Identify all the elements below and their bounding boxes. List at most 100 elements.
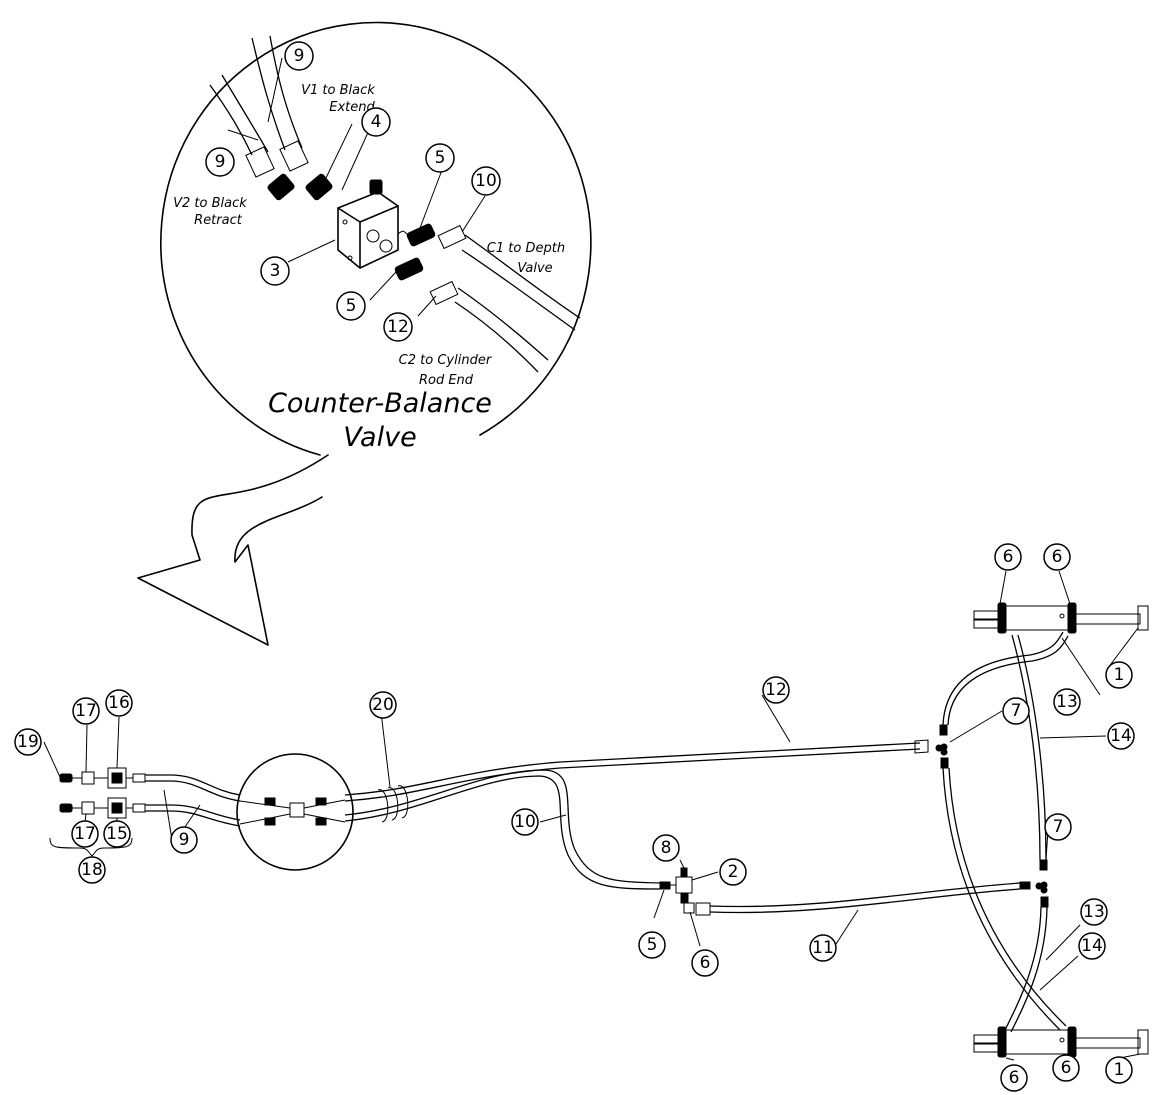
detail-callout-arrow: [137, 454, 329, 646]
detail-callout-outline: [160, 21, 592, 456]
svg-text:16: 16: [108, 693, 130, 713]
hose-9-upper: [145, 774, 241, 796]
balloon: 17: [72, 697, 100, 725]
hose-10: [344, 769, 661, 884]
balloon: 4: [361, 107, 391, 137]
balloon: 3: [260, 256, 290, 286]
svg-text:5: 5: [346, 296, 357, 316]
svg-text:7: 7: [1053, 817, 1064, 837]
cylinder-lower: [973, 1026, 1149, 1058]
main-assembly: 6 6 1 13 7 14 12 20 16 17 19 17 15 9 18 …: [14, 543, 1149, 1092]
balloon: 11: [809, 934, 837, 962]
note-c2: C2 to Cylinder Rod End: [399, 353, 496, 388]
hose-14-lower: [942, 767, 1061, 1031]
hose-v2: [209, 74, 269, 156]
tee-fitting-7-upper: [935, 724, 949, 769]
kit-brace: [49, 837, 133, 857]
balloon: 17: [71, 820, 99, 848]
hose-end-v1: [279, 140, 309, 172]
svg-text:10: 10: [514, 812, 536, 832]
svg-text:6: 6: [1009, 1068, 1020, 1088]
balloon: 9: [284, 41, 314, 71]
cylinder-upper: [973, 602, 1149, 634]
svg-text:3: 3: [270, 261, 281, 281]
balloon: 13: [1053, 688, 1081, 716]
svg-text:18: 18: [81, 860, 103, 880]
balloon: 5: [425, 143, 455, 173]
balloon: 5: [638, 931, 666, 959]
balloon: 1: [1105, 661, 1133, 689]
balloon: 16: [105, 689, 133, 717]
note-c1: C1 to Depth Valve: [487, 241, 569, 276]
svg-text:9: 9: [294, 46, 305, 66]
svg-text:5: 5: [647, 935, 658, 955]
detail-title: Counter-Balance: [268, 388, 492, 419]
hose-end-v2: [245, 146, 275, 178]
detail-view-counter-balance-valve: V1 to Black Extend V2 to Black Retract C…: [137, 21, 592, 646]
svg-text:17: 17: [74, 824, 96, 844]
svg-text:17: 17: [75, 701, 97, 721]
svg-text:10: 10: [475, 171, 497, 191]
depth-valve-2: [659, 867, 695, 914]
hose-13-lower: [1004, 906, 1042, 1031]
svg-text:6: 6: [1003, 547, 1014, 567]
svg-text:11: 11: [812, 938, 834, 958]
hose-end-c2: [429, 280, 459, 306]
svg-text:1: 1: [1114, 1060, 1125, 1080]
elbow-fitting-v1: [305, 173, 333, 201]
detail-reference-circle: [236, 753, 354, 871]
hose-14: [1011, 634, 1041, 861]
balloon: 10: [511, 808, 539, 836]
hose-v1: [251, 35, 303, 151]
svg-text:19: 19: [17, 732, 39, 752]
hose-end-12: [914, 739, 929, 754]
balloon: 10: [471, 166, 501, 196]
svg-text:2: 2: [728, 862, 739, 882]
balloon: 6: [1052, 1054, 1080, 1082]
tee-fitting-7-lower: [1019, 859, 1049, 908]
hose-11: [709, 882, 1021, 908]
balloon: 14: [1078, 932, 1106, 960]
svg-text:14: 14: [1081, 936, 1103, 956]
note-v2: V2 to Black Retract: [173, 196, 251, 228]
balloon: 20: [369, 691, 397, 719]
balloon: 9: [205, 147, 235, 177]
svg-text:14: 14: [1110, 726, 1132, 746]
hose-wrap-20: [377, 785, 409, 823]
hose-c2: [457, 287, 549, 361]
balloon: 2: [719, 858, 747, 886]
adapter-fitting-c2: [394, 257, 424, 281]
balloon: 8: [652, 834, 680, 862]
note-v1: V1 to Black Extend: [301, 83, 379, 115]
elbow-fitting-v2: [267, 173, 295, 201]
balloon: 7: [1044, 813, 1072, 841]
svg-text:1: 1: [1114, 665, 1125, 685]
balloon: 12: [762, 676, 790, 704]
svg-text:9: 9: [215, 152, 226, 172]
svg-text:4: 4: [371, 112, 382, 132]
hose-c1: [464, 234, 581, 319]
balloon: 1: [1105, 1056, 1133, 1084]
svg-text:8: 8: [661, 838, 672, 858]
balloon: 6: [1043, 543, 1071, 571]
hose-end-c1: [437, 224, 467, 250]
svg-text:9: 9: [179, 830, 190, 850]
balloon: 15: [103, 820, 131, 848]
svg-text:12: 12: [387, 317, 409, 337]
balloon: 6: [691, 949, 719, 977]
balloon: 18: [78, 856, 106, 884]
balloon: 6: [1000, 1064, 1028, 1092]
balloon: 7: [1002, 697, 1030, 725]
valve-block: [337, 179, 399, 269]
detail-subtitle: Valve: [343, 422, 416, 453]
valve-small: [239, 797, 346, 826]
hose-9-lower: [145, 804, 241, 821]
svg-text:7: 7: [1011, 701, 1022, 721]
svg-text:6: 6: [1052, 547, 1063, 567]
svg-text:6: 6: [1061, 1058, 1072, 1078]
coupler-group: [59, 767, 146, 819]
adapter-fitting-c1: [406, 223, 436, 247]
svg-text:13: 13: [1083, 902, 1105, 922]
svg-text:6: 6: [700, 953, 711, 973]
